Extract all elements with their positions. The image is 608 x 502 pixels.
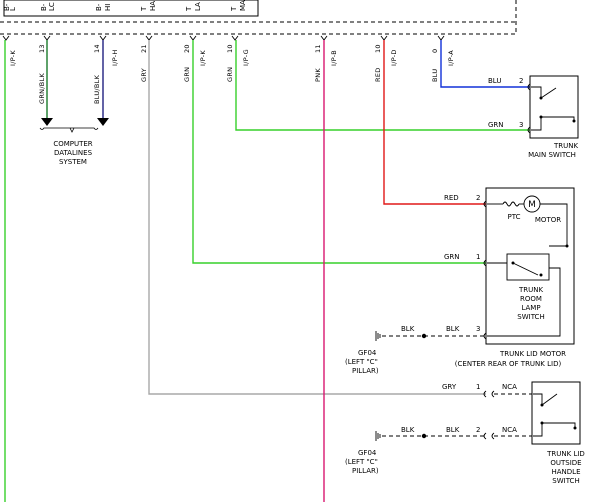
pin-number: 10 <box>226 44 234 53</box>
wire-color: BLU/BLK <box>93 74 101 104</box>
datalines-label: SYSTEM <box>59 158 87 166</box>
pin-id: I/P-D <box>390 49 398 66</box>
lamp-switch-label: SWITCH <box>517 313 544 321</box>
lamp-switch-label: TRUNK <box>518 286 543 294</box>
connector-top-label: HA <box>149 1 157 11</box>
pin-id: I/P-G <box>242 49 250 66</box>
wire-color: BLU <box>431 69 439 82</box>
pin-number: 3 <box>476 325 480 333</box>
wire-color: GRY <box>140 68 148 82</box>
wire-color: GRN <box>183 67 191 82</box>
motor-title: (CENTER REAR OF TRUNK LID) <box>455 360 562 368</box>
handle-switch-label: HANDLE <box>551 468 580 476</box>
ground-location: (LEFT "C" <box>345 358 378 366</box>
trunk-lid-outside-handle-switch: GRY 1 NCA BLK 2 NCA TRUNK LID OUTSIDE HA… <box>382 381 585 485</box>
wire-color: GRY <box>442 383 457 391</box>
nca-label: NCA <box>502 383 517 391</box>
wire-color: BLU <box>488 77 501 85</box>
ground-location: (LEFT "C" <box>345 458 378 466</box>
pin-number: 2 <box>519 77 523 85</box>
wires <box>4 40 530 502</box>
connector-top-label: L <box>9 7 17 11</box>
wire-color: BLK <box>446 325 460 333</box>
pin-number: 1 <box>476 253 480 261</box>
ground-id: GF04 <box>358 449 377 457</box>
ground-1: BLK GF04 (LEFT "C" PILLAR) <box>345 325 486 375</box>
pin-number: 2 <box>476 426 480 434</box>
ground-id: GF04 <box>358 349 377 357</box>
pin-id: I/P-H <box>111 49 119 66</box>
datalines-label: COMPUTER <box>53 140 92 148</box>
connector-top-label: B- <box>40 3 48 11</box>
pin-id: I/P-K <box>9 50 17 66</box>
connector-top-label: B- <box>95 3 103 11</box>
pin-number: 20 <box>183 44 191 53</box>
motor-label: MOTOR <box>535 216 561 224</box>
motor-symbol: M <box>528 200 536 210</box>
ptc-label: PTC <box>508 213 521 221</box>
pin-number: 21 <box>140 44 148 53</box>
pin-number: 0 <box>431 49 439 53</box>
connector-top-label: T <box>140 6 148 12</box>
wire-color: GRN/BLK <box>38 73 46 104</box>
computer-datalines: COMPUTER DATALINES SYSTEM <box>39 118 109 166</box>
trunk-lid-motor: RED 2 GRN 1 BLK 3 M PTC MOTOR TRUNK ROOM… <box>444 187 575 368</box>
connector-top-label: T <box>185 6 193 12</box>
ground-location: PILLAR) <box>352 367 379 375</box>
wire-color: BLK <box>401 325 415 333</box>
pin-id: I/P-A <box>447 50 455 66</box>
main-switch-label: MAIN SWITCH <box>528 151 576 159</box>
wire-gry <box>148 40 486 395</box>
top-connector: B- L B- LC B- HI T HA T LA T MA I/P-K 13… <box>0 0 517 104</box>
nca-label: NCA <box>502 426 517 434</box>
connector-top-label: HI <box>104 4 112 11</box>
lamp-switch-label: ROOM <box>520 295 542 303</box>
wire-color: GRN <box>488 121 504 129</box>
wire-color: RED <box>444 194 459 202</box>
main-switch-label: TRUNK <box>553 142 578 150</box>
wire-color: RED <box>374 67 382 82</box>
connector-top-label: B- <box>3 3 11 11</box>
ground-2: BLK GF04 (LEFT "C" PILLAR) <box>345 426 415 475</box>
handle-switch-label: SWITCH <box>552 477 579 485</box>
wire-color: GRN <box>444 253 460 261</box>
pin-number: 10 <box>374 44 382 53</box>
pin-number: 13 <box>38 44 46 53</box>
wire-color: PNK <box>314 68 322 82</box>
wire-grn-lamp <box>192 40 486 264</box>
connector-top-label: LA <box>194 2 202 11</box>
trunk-main-switch: BLU 2 GRN 3 TRUNK MAIN SWITCH <box>488 75 579 159</box>
pin-number: 14 <box>93 44 101 53</box>
handle-switch-label: OUTSIDE <box>550 459 581 467</box>
wire-color: BLK <box>446 426 460 434</box>
motor-title: TRUNK LID MOTOR <box>499 350 566 358</box>
pin-id: I/P-K <box>199 50 207 66</box>
wire-color: GRN <box>226 67 234 82</box>
connector-top-label: MA <box>239 0 247 11</box>
wire-blu <box>440 40 530 88</box>
wire-color: BLK <box>401 426 415 434</box>
wire-red <box>383 40 486 205</box>
wire-grn-main <box>235 40 530 131</box>
pin-number: 11 <box>314 44 322 53</box>
pin-number: 3 <box>519 121 523 129</box>
connector-top-label: LC <box>48 2 56 11</box>
datalines-label: DATALINES <box>54 149 93 157</box>
ground-location: PILLAR) <box>352 467 379 475</box>
lamp-switch-label: LAMP <box>521 304 540 312</box>
pin-number: 1 <box>476 383 480 391</box>
connector-top-label: T <box>230 6 238 12</box>
pin-number: 2 <box>476 194 480 202</box>
handle-switch-label: TRUNK LID <box>546 450 585 458</box>
pin-id: I/P-B <box>330 50 338 66</box>
